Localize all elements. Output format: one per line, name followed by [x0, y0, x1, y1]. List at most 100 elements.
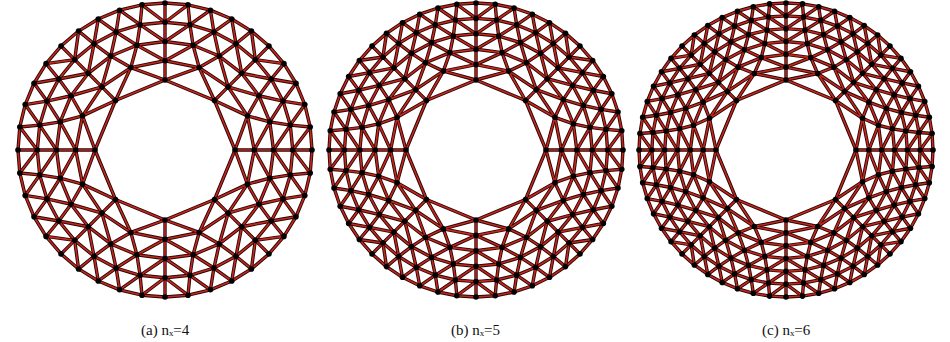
member-outline — [344, 150, 346, 171]
truss-member — [79, 256, 94, 269]
truss-member — [165, 220, 199, 232]
member-outline — [438, 4, 457, 8]
joint-dot — [587, 125, 593, 131]
member-outline — [142, 295, 165, 297]
joint-dot — [447, 245, 453, 251]
member-outline — [190, 25, 193, 45]
member-outline — [61, 240, 75, 254]
truss-member — [60, 116, 82, 122]
member-outline — [749, 265, 768, 269]
truss-member — [346, 150, 360, 171]
member-outline — [435, 25, 453, 36]
member-outline — [435, 264, 453, 275]
truss-member — [190, 255, 193, 275]
truss-member — [340, 94, 351, 110]
member-outline — [247, 178, 269, 184]
truss-member — [601, 191, 612, 207]
truss-member — [61, 46, 75, 60]
member-outline — [214, 244, 219, 268]
truss-member — [75, 31, 79, 60]
joint-dot — [307, 170, 313, 176]
member-outline — [199, 56, 219, 68]
truss-member — [25, 83, 34, 104]
truss-member — [426, 237, 432, 257]
truss-member — [495, 4, 514, 8]
truss-member — [555, 183, 563, 201]
joint-dot — [91, 253, 97, 259]
joint-dot — [356, 87, 362, 93]
truss-member — [370, 227, 394, 232]
joint-dot — [560, 97, 566, 103]
member-outline — [247, 150, 254, 184]
truss-member — [76, 150, 83, 184]
member-outline — [878, 150, 881, 175]
truss-member — [606, 112, 618, 129]
truss-member — [120, 5, 142, 10]
joint-dot — [287, 172, 293, 178]
member-outline — [765, 256, 786, 258]
member-outline — [397, 117, 406, 150]
truss-member — [476, 34, 499, 36]
truss-member — [438, 292, 457, 296]
member-outline — [601, 94, 612, 110]
member-outline — [46, 60, 75, 64]
truss-member — [438, 4, 457, 8]
member-outline — [254, 150, 270, 178]
truss-member — [476, 229, 509, 236]
joint-dot — [605, 147, 611, 153]
truss-member — [254, 149, 273, 151]
joint-dot — [380, 240, 386, 246]
truss-member — [270, 122, 274, 150]
member-outline — [214, 19, 232, 32]
member-outline — [618, 112, 622, 131]
truss-member — [111, 45, 137, 56]
truss-member — [255, 240, 269, 254]
truss-member — [427, 199, 444, 228]
truss-member — [131, 61, 165, 68]
member-outline — [34, 79, 59, 83]
member-outline — [57, 150, 61, 178]
joint-dot — [268, 218, 274, 224]
member-outline — [251, 240, 255, 269]
member-outline — [622, 131, 623, 150]
member-outline — [340, 90, 359, 93]
truss-member — [555, 100, 563, 118]
joint-dot — [245, 113, 251, 119]
member-outline — [416, 267, 419, 286]
member-outline — [59, 79, 71, 96]
truss-member — [499, 257, 521, 264]
member-outline — [165, 45, 193, 61]
member-outline — [283, 195, 305, 198]
member-outline — [476, 65, 509, 72]
member-outline — [190, 255, 193, 275]
joint-dot — [95, 16, 101, 22]
truss-member — [61, 31, 79, 46]
truss-member — [476, 247, 502, 250]
truss-member — [290, 175, 305, 196]
member-outline — [786, 256, 807, 258]
member-outline — [577, 127, 590, 150]
member-outline — [346, 171, 351, 191]
member-outline — [94, 256, 98, 281]
truss-member — [499, 36, 521, 43]
joint-dot — [413, 208, 419, 214]
joint-dot — [337, 91, 343, 97]
joint-dot — [396, 254, 402, 260]
truss-member — [214, 199, 228, 213]
truss-member — [293, 127, 310, 150]
truss-member — [76, 116, 83, 150]
joint-dot — [409, 244, 415, 250]
joint-dot — [400, 275, 406, 281]
joint-dot — [506, 68, 512, 74]
member-outline — [120, 5, 142, 10]
joint-dot — [43, 61, 49, 67]
truss-member — [362, 173, 369, 195]
member-outline — [561, 124, 573, 150]
joint-dot — [400, 20, 406, 26]
member-outline — [199, 232, 219, 244]
truss-member — [165, 278, 188, 295]
member-outline — [214, 87, 228, 101]
member-outline — [453, 34, 476, 36]
member-outline — [601, 171, 606, 191]
member-outline — [351, 109, 362, 127]
